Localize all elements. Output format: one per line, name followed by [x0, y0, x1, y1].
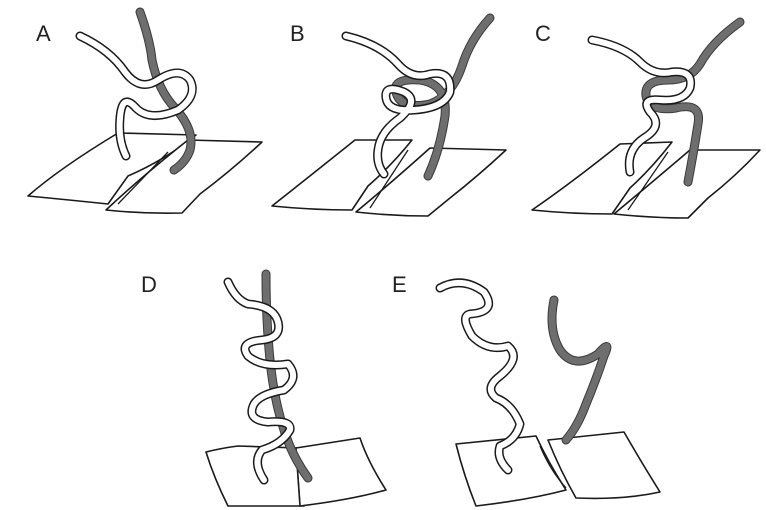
panel-label-a: A	[36, 21, 51, 46]
panel-label-b: B	[290, 21, 305, 46]
panel-label-e: E	[392, 272, 407, 297]
panel-a: A	[28, 12, 262, 213]
panel-label-d: D	[141, 272, 157, 297]
panel-c: C	[532, 21, 760, 218]
tissue-flap-right-d	[296, 438, 386, 506]
panel-d: D	[141, 272, 386, 506]
panel-e: E	[392, 272, 660, 506]
panel-b: B	[272, 18, 506, 216]
panel-label-c: C	[535, 21, 551, 46]
